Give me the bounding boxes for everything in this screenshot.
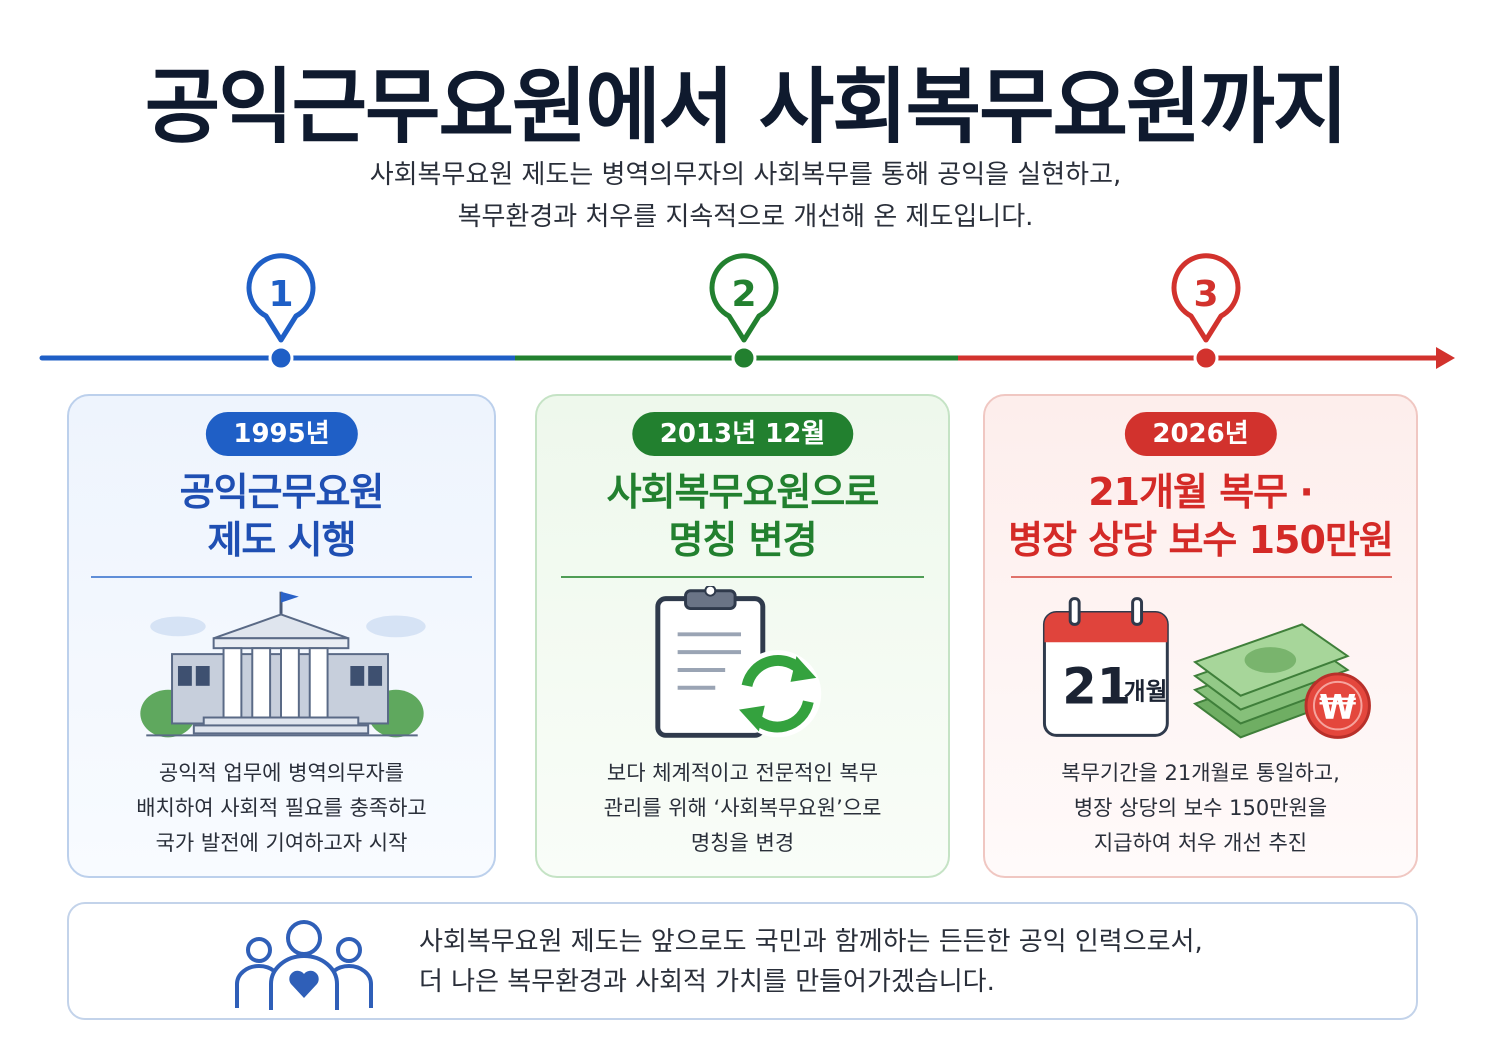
date-badge: 1995년	[205, 412, 358, 456]
card-description: 공익적 업무에 병역의무자를 배치하여 사회적 필요를 충족하고 국가 발전에 …	[69, 756, 494, 861]
desc-line: 배치하여 사회적 필요를 충족하고	[136, 796, 427, 820]
map-pin-icon	[709, 253, 779, 343]
footer-banner: 사회복무요원 제도는 앞으로도 국민과 함께하는 든든한 공익 인력으로서, 더…	[67, 902, 1418, 1020]
card-description: 보다 체계적이고 전문적인 복무 관리를 위해 ‘사회복무요원’으로 명칭을 변…	[537, 756, 948, 861]
card-title-line: 공익근무요원	[179, 470, 385, 514]
card-divider	[1011, 576, 1392, 578]
desc-line: 국가 발전에 기여하고자 시작	[155, 831, 408, 855]
subtitle-line: 사회복무요원 제도는 병역의무자의 사회복무를 통해 공익을 실현하고,	[369, 160, 1122, 190]
footer-line: 사회복무요원 제도는 앞으로도 국민과 함께하는 든든한 공익 인력으로서,	[419, 927, 1203, 957]
won-coin-icon: ₩	[1304, 672, 1371, 739]
calendar-number: 21	[1062, 658, 1131, 716]
government-building-icon	[140, 591, 426, 738]
desc-line: 명칭을 변경	[690, 831, 795, 855]
timeline-arrowhead	[1436, 347, 1455, 369]
card-description: 복무기간을 21개월로 통일하고, 병장 상당의 보수 150만원을 지급하여 …	[985, 756, 1416, 861]
card-divider	[91, 576, 472, 578]
marker-number: 2	[731, 274, 756, 315]
desc-line: 복무기간을 21개월로 통일하고,	[1061, 761, 1340, 785]
marker-dot	[268, 345, 294, 371]
desc-line: 공익적 업무에 병역의무자를	[158, 761, 405, 785]
marker-dot	[731, 345, 757, 371]
card-title: 21개월 복무 · 병장 상당 보수 150만원	[985, 468, 1416, 564]
footer-message: 사회복무요원 제도는 앞으로도 국민과 함께하는 든든한 공익 인력으로서, 더…	[419, 922, 1203, 1002]
desc-line: 보다 체계적이고 전문적인 복무	[606, 761, 879, 785]
desc-line: 지급하여 처우 개선 추진	[1093, 831, 1308, 855]
timeline: 1 2 3	[39, 253, 1455, 371]
card-title-line: 제도 시행	[207, 518, 356, 562]
card-2026: 2026년 21개월 복무 · 병장 상당 보수 150만원 21 개월 ₩ 복…	[983, 394, 1418, 878]
footer-line: 더 나은 복무환경과 사회적 가치를 만들어가겠습니다.	[419, 967, 995, 997]
marker-number: 3	[1193, 274, 1218, 315]
date-badge: 2013년 12월	[631, 412, 854, 456]
calendar-money-icon: 21 개월 ₩	[1042, 597, 1371, 739]
card-2013: 2013년 12월 사회복무요원으로 명칭 변경 보다 체계적이고 전문적인 복…	[535, 394, 950, 878]
calendar-icon: 21 개월	[1042, 597, 1169, 737]
timeline-marker-2: 2	[709, 253, 779, 371]
date-badge: 2026년	[1124, 412, 1277, 456]
people-heart-icon	[235, 920, 373, 1010]
page-title: 공익근무요원에서 사회복무요원까지	[144, 60, 1349, 155]
timeline-marker-1: 1	[246, 253, 316, 371]
marker-dot	[1193, 345, 1219, 371]
desc-line: 관리를 위해 ‘사회복무요원’으로	[603, 796, 882, 820]
card-divider	[561, 576, 924, 578]
page-subtitle: 사회복무요원 제도는 병역의무자의 사회복무를 통해 공익을 실현하고, 복무환…	[0, 154, 1491, 238]
map-pin-icon	[1171, 253, 1241, 343]
card-title: 사회복무요원으로 명칭 변경	[537, 468, 948, 564]
marker-number: 1	[268, 274, 293, 315]
timeline-marker-3: 3	[1171, 253, 1241, 371]
map-pin-icon	[246, 253, 316, 343]
card-1995: 1995년 공익근무요원 제도 시행 공익적 업무에 병역의무자를 배치하여 사…	[67, 394, 496, 878]
subtitle-line: 복무환경과 처우를 지속적으로 개선해 온 제도입니다.	[457, 202, 1034, 232]
card-title: 공익근무요원 제도 시행	[69, 468, 494, 564]
currency-symbol: ₩	[1319, 688, 1356, 727]
calendar-unit: 개월	[1124, 678, 1168, 706]
desc-line: 병장 상당의 보수 150만원을	[1073, 796, 1328, 820]
card-title-line: 사회복무요원으로	[606, 470, 880, 514]
clipboard-refresh-icon	[655, 586, 822, 738]
card-title-line: 21개월 복무 ·	[1088, 470, 1314, 514]
card-title-line: 병장 상당 보수 150만원	[1008, 518, 1394, 562]
card-title-line: 명칭 변경	[668, 518, 817, 562]
